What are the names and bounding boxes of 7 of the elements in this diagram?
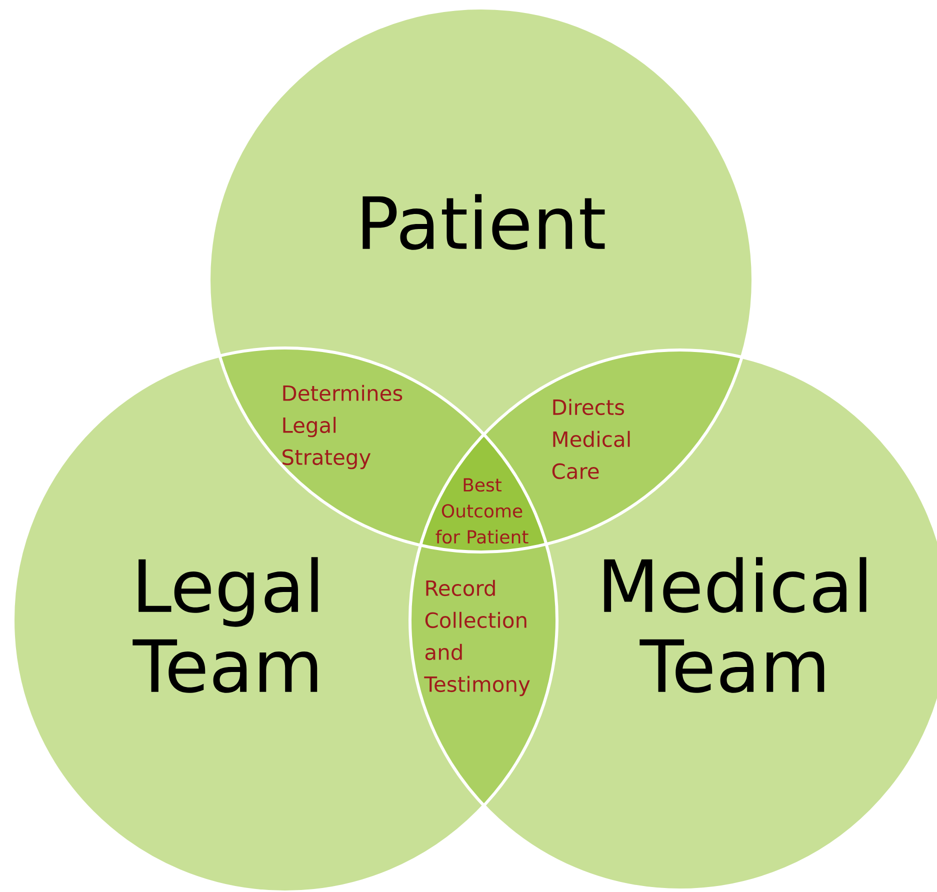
overlap-label: Directs Medical Care <box>552 398 630 480</box>
circle-label: Legal Team <box>132 557 318 693</box>
overlap-label: Record Collection and Testimony <box>424 580 530 696</box>
circle-label: Patient <box>362 194 605 250</box>
overlap-label: Determines Legal Strategy <box>282 384 402 470</box>
circle-label: Medical Team <box>604 557 866 693</box>
overlap-label: Best Outcome for Patient <box>436 478 528 544</box>
